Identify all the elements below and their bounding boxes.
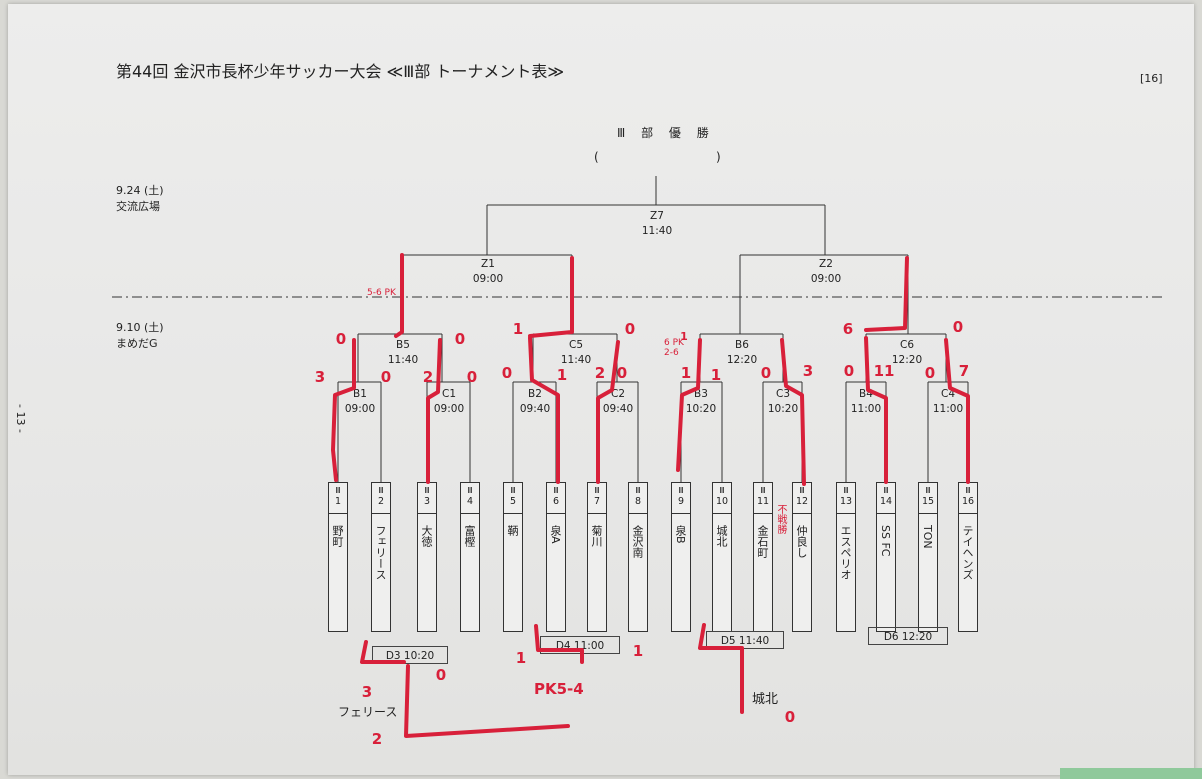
team-name: 菊川 bbox=[590, 525, 603, 547]
score-c1-left: 2 bbox=[422, 368, 434, 386]
placement-d3: D3 10:20 bbox=[372, 646, 448, 664]
placement-d6: D6 12:20 bbox=[868, 627, 948, 645]
tournament-sheet bbox=[8, 4, 1194, 775]
note-pk-b5: 5-6 PK bbox=[367, 288, 396, 298]
score-c2-right: 0 bbox=[616, 364, 628, 382]
team-name: 金沢南 bbox=[631, 525, 644, 558]
score-b3-right: 1 bbox=[710, 366, 722, 384]
score-b5-right: 0 bbox=[454, 330, 466, 348]
placement-d5: D5 11:40 bbox=[706, 631, 784, 649]
note-pk-b6: 6 PK 2-6 bbox=[664, 338, 684, 358]
score-b3-left: 1 bbox=[680, 364, 692, 382]
team-name: 仲良し bbox=[795, 525, 808, 558]
score-c1-right: 0 bbox=[466, 368, 478, 386]
team-name: 泉A bbox=[549, 525, 562, 544]
team-name: テイヘンズ bbox=[961, 525, 974, 580]
team-name: 野町 bbox=[331, 525, 344, 547]
score-d4-left: 1 bbox=[515, 649, 527, 667]
score-d5-right: 0 bbox=[784, 708, 796, 726]
page-title: 第44回 金沢市長杯少年サッカー大会 ≪Ⅲ部 トーナメント表≫ bbox=[116, 62, 565, 81]
upper-date: 9.24 (土) bbox=[116, 184, 164, 197]
upper-date-block: 9.24 (土) 交流広場 bbox=[116, 183, 164, 215]
page-number: [16] bbox=[1140, 72, 1163, 85]
score-c4-right: 7 bbox=[958, 362, 970, 380]
score-b1-left: 3 bbox=[314, 368, 326, 386]
score-c6-left: 6 bbox=[842, 320, 854, 338]
background-strip bbox=[1060, 768, 1202, 779]
team-name: 大徳 bbox=[420, 525, 433, 547]
score-b6-left: 1 bbox=[680, 330, 688, 343]
score-c5-right: 0 bbox=[624, 320, 636, 338]
score-d4-right: 1 bbox=[632, 642, 644, 660]
note-d5-winner: 城北 bbox=[752, 692, 779, 707]
team-name: エスペリオ bbox=[839, 525, 852, 580]
champion-paren-close: ) bbox=[716, 150, 721, 164]
score-c4-left: 0 bbox=[924, 364, 936, 382]
team-name: 鞆 bbox=[506, 525, 519, 536]
team-name: SS FC bbox=[879, 525, 892, 557]
champion-label: Ⅲ 部 優 勝 bbox=[617, 126, 715, 140]
note-d4-pk: PK5-4 bbox=[534, 680, 584, 698]
score-b2-right: 1 bbox=[556, 366, 568, 384]
note-d3-winner: フェリース bbox=[338, 705, 398, 719]
champion-paren-open: ( bbox=[594, 150, 599, 164]
score-d3-below: 2 bbox=[371, 730, 383, 748]
score-b1-right: 0 bbox=[380, 368, 392, 386]
team-name: TON bbox=[921, 525, 934, 549]
score-c3-left: 0 bbox=[760, 364, 772, 382]
team-name: 富樫 bbox=[463, 525, 476, 547]
score-b4-left: 0 bbox=[843, 362, 855, 380]
score-c3-right: 3 bbox=[802, 362, 814, 380]
team-name: 金石町 bbox=[756, 525, 769, 558]
score-d3-left: 3 bbox=[361, 683, 373, 701]
lower-date-block: 9.10 (土) まめだG bbox=[116, 320, 164, 352]
upper-venue: 交流広場 bbox=[116, 200, 160, 213]
score-b4-right: 11 bbox=[873, 362, 895, 380]
team-name: 城北 bbox=[715, 525, 728, 547]
score-b5-left: 0 bbox=[335, 330, 347, 348]
score-c6-right: 0 bbox=[952, 318, 964, 336]
score-d3-right: 0 bbox=[435, 666, 447, 684]
note-forfeit: 不戦勝 bbox=[775, 504, 786, 534]
team-name: 泉B bbox=[674, 525, 687, 544]
score-c2-left: 2 bbox=[594, 364, 606, 382]
score-c5-left: 1 bbox=[512, 320, 524, 338]
lower-venue: まめだG bbox=[116, 337, 158, 350]
score-b2-left: 0 bbox=[501, 364, 513, 382]
lower-date: 9.10 (土) bbox=[116, 321, 164, 334]
team-name: フェリース bbox=[374, 525, 387, 580]
